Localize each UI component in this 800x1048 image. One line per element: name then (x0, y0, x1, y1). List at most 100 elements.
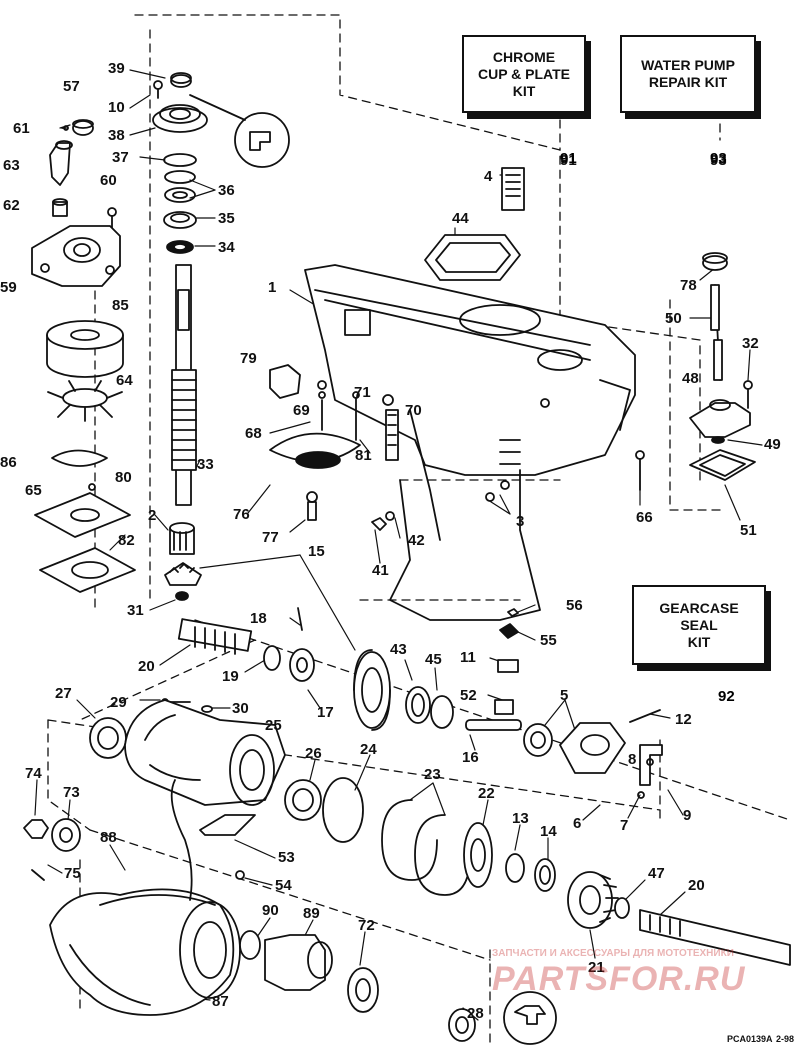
part-label: 3 (516, 513, 524, 530)
chrome-cup-plate-kit-box: CHROME CUP & PLATE KIT (462, 35, 586, 113)
part-label: 37 (112, 149, 129, 166)
part-label: 2 (148, 507, 156, 524)
watermark-tagline: ЗАПЧАСТИ И АКСЕССУАРЫ ДЛЯ МОТОТЕХНИКИ (492, 948, 734, 959)
part-label: 15 (308, 543, 325, 560)
part-label: 78 (680, 277, 697, 294)
part-label: 81 (355, 447, 372, 464)
part-label: 41 (372, 562, 389, 579)
part-label: 7 (620, 817, 628, 834)
part-label: 62 (3, 197, 20, 214)
part-label: 25 (265, 717, 282, 734)
water-pump-repair-kit-box: WATER PUMP REPAIR KIT (620, 35, 756, 113)
part-label: 10 (108, 99, 125, 116)
part-label: 72 (358, 917, 375, 934)
part-label: 17 (317, 704, 334, 721)
part-label: 54 (275, 877, 292, 894)
part-label: 34 (218, 239, 235, 256)
part-label: 47 (648, 865, 665, 882)
part-label: 64 (116, 372, 133, 389)
part-label: 16 (462, 749, 479, 766)
kit-line: KIT (687, 633, 711, 650)
kit-line: CHROME (492, 48, 556, 65)
part-label: 69 (293, 402, 310, 419)
right-side-parts (635, 252, 756, 491)
part-label: 70 (405, 402, 422, 419)
part-label: 56 (566, 597, 583, 614)
part-label: 24 (360, 741, 377, 758)
part-label: 61 (13, 120, 30, 137)
part-label: 26 (305, 745, 322, 762)
part-label: 6 (573, 815, 581, 832)
part-label: 57 (63, 78, 80, 95)
part-label: 12 (675, 711, 692, 728)
part-label: 30 (232, 700, 249, 717)
part-label: 71 (354, 384, 371, 401)
part-label: 33 (197, 456, 214, 473)
part-label: 11 (460, 649, 476, 666)
part-label: 19 (222, 668, 239, 685)
part-label: 79 (240, 350, 257, 367)
part-label: 5 (560, 687, 568, 704)
part-label: 91 (560, 152, 577, 169)
part-label: 28 (467, 1005, 484, 1022)
part-label: 42 (408, 532, 425, 549)
figure-code: PCA0139A (727, 1034, 773, 1044)
kit-line: REPAIR KIT (648, 74, 728, 90)
part-label: 36 (218, 182, 235, 199)
part-label: 85 (112, 297, 129, 314)
part-label: 23 (424, 766, 441, 783)
part-label: 87 (212, 993, 229, 1010)
part-label: 89 (303, 905, 320, 922)
part-label: 68 (245, 425, 262, 442)
part-label: 32 (742, 335, 759, 352)
part-label: 49 (764, 436, 781, 453)
part-label: 65 (25, 482, 42, 499)
kit-line: CUP & PLATE (477, 65, 571, 82)
part-label: 18 (250, 610, 267, 627)
part-label: 55 (540, 632, 557, 649)
part-label: 75 (64, 865, 81, 882)
part-label: 31 (127, 602, 144, 619)
part-label: 93 (710, 152, 727, 169)
part-label: 8 (628, 751, 636, 768)
kit-line: WATER PUMP (641, 57, 735, 73)
part-label: 59 (0, 279, 17, 296)
part-label: 20 (138, 658, 155, 675)
part-label: 52 (460, 687, 477, 704)
part-label: 90 (262, 902, 279, 919)
watermark-brand: PARTSFOR.RU (492, 960, 746, 998)
gearcase-seal-kit-box: GEARCASE SEAL KIT (632, 585, 766, 665)
part-label: 43 (390, 641, 407, 658)
part-label: 82 (118, 532, 135, 549)
kit-line: SEAL (680, 616, 718, 633)
part-label: 74 (25, 765, 42, 782)
part-label: 76 (233, 506, 250, 523)
part-label: 20 (688, 877, 705, 894)
part-label: 22 (478, 785, 495, 802)
part-label: 35 (218, 210, 235, 227)
part-label: 48 (682, 370, 699, 387)
part-label: 88 (100, 829, 117, 846)
figure-date: 2-98 (776, 1034, 795, 1044)
part-label: 39 (108, 60, 125, 77)
part-label: 66 (636, 509, 653, 526)
part-label: 14 (540, 823, 557, 840)
part-label: 38 (108, 127, 125, 144)
part-label: 73 (63, 784, 80, 801)
kit-ref-number: 93 (710, 150, 727, 167)
part-label: 60 (100, 172, 117, 189)
top-parts (424, 167, 525, 281)
part-label: 45 (425, 651, 442, 668)
part-label: 29 (110, 694, 127, 711)
part-label: 53 (278, 849, 295, 866)
part-label: 63 (3, 157, 20, 174)
part-number-labels: 39 10 57 61 38 37 63 36 60 35 62 34 59 4… (0, 60, 781, 1022)
part-label: 86 (0, 454, 17, 471)
part-label: 44 (452, 210, 469, 227)
part-label: 1 (268, 279, 276, 296)
kit-ref-number: 91 (560, 150, 577, 167)
part-label: 80 (115, 469, 132, 486)
part-label: 77 (262, 529, 279, 546)
